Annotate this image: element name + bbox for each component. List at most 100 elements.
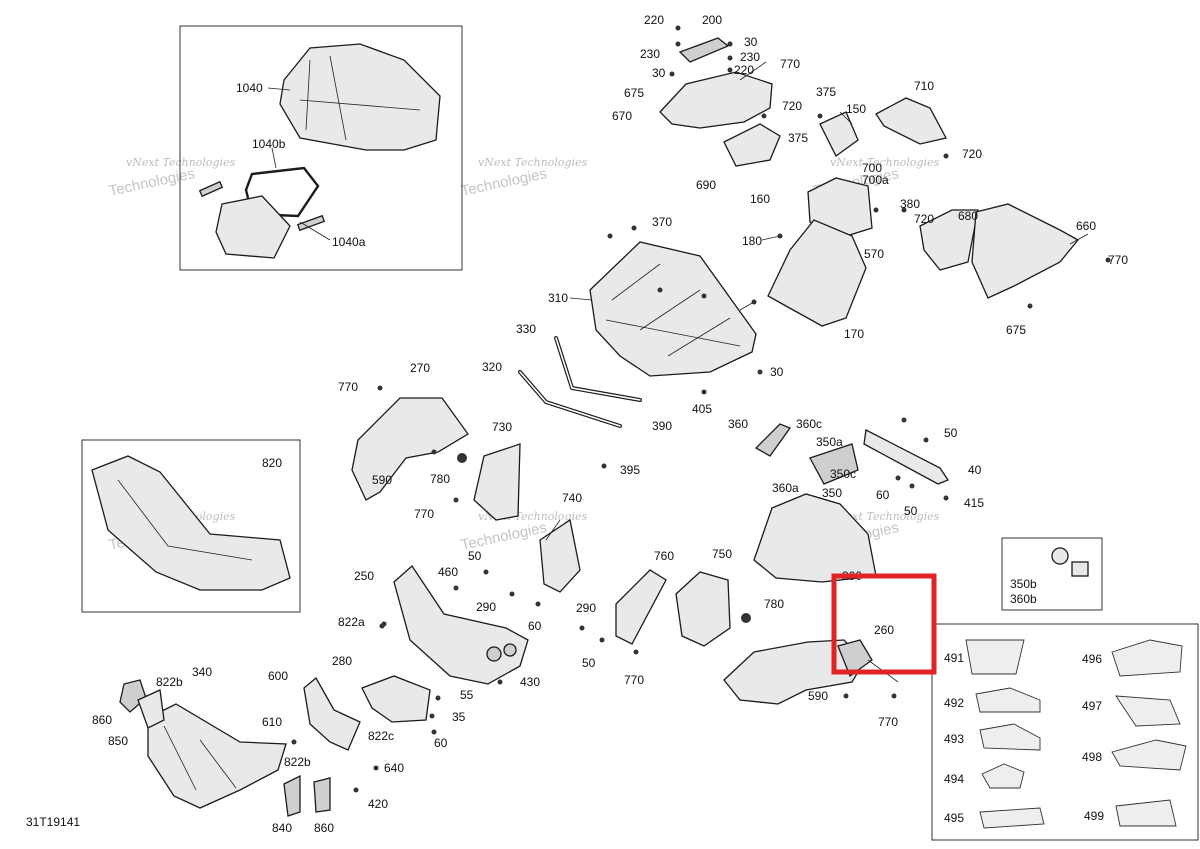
watermark-text: Technologies: [107, 165, 196, 200]
callout-label: 375: [816, 85, 836, 99]
callout-label: 720: [782, 99, 802, 113]
callout-label: 1040: [236, 81, 263, 95]
grommet-part: [1051, 547, 1069, 565]
callout-label: 822b: [156, 675, 183, 689]
callout-label: 497: [1082, 699, 1102, 713]
upper-bracket-part: [678, 37, 730, 63]
bumper-clip-part: [313, 777, 331, 813]
callout-label: 30: [744, 35, 758, 49]
callout-label: 50: [582, 656, 596, 670]
bracket-assembly-part: [809, 443, 859, 485]
callout-label: 405: [692, 402, 712, 416]
callout-label: 270: [410, 361, 430, 375]
callout-label: 570: [864, 247, 884, 261]
callout-label: 50: [468, 549, 482, 563]
callout-label: 350c: [830, 467, 856, 481]
callout-label: 499: [1084, 809, 1104, 823]
callout-label: 850: [108, 734, 128, 748]
callout-label-highlighted: 260: [874, 623, 894, 637]
callout-label: 493: [944, 732, 964, 746]
callout-label: 496: [1082, 652, 1102, 666]
upper-handlebar-cover-part: [659, 71, 773, 129]
inset-frame-storage-box: [179, 25, 463, 271]
callout-label: 395: [620, 463, 640, 477]
callout-label: 610: [262, 715, 282, 729]
callout-label: 822c: [368, 729, 394, 743]
storage-box-lid-part: [279, 43, 441, 151]
callout-label: 700a: [862, 173, 889, 187]
decal-491-shape: [965, 639, 1025, 675]
callout-label: 50: [904, 504, 918, 518]
callout-label: 770: [338, 380, 358, 394]
headlamp-cover-part: [819, 111, 859, 157]
decal-496-shape: [1111, 639, 1183, 677]
grille-frame-part: [393, 565, 529, 685]
callout-label: 1040a: [332, 235, 366, 249]
callout-label: 822a: [338, 615, 365, 629]
decal-495-shape: [979, 807, 1045, 829]
callout-label: 498: [1082, 750, 1102, 764]
callout-label: 290: [476, 600, 496, 614]
storage-box-latch-part: [296, 214, 326, 232]
callout-label: 590: [372, 473, 392, 487]
callout-label: 420: [368, 797, 388, 811]
watermark-text: vNext Technologies: [830, 156, 940, 169]
front-rack-part: [589, 241, 757, 377]
callout-label: 360: [728, 417, 748, 431]
decal-499-shape: [1115, 799, 1177, 827]
callout-label: 170: [844, 327, 864, 341]
callout-label: 50: [944, 426, 958, 440]
callout-label: 370: [652, 215, 672, 229]
callout-label: 220: [734, 63, 754, 77]
callout-label: 675: [1006, 323, 1026, 337]
callout-label: 350a: [816, 435, 843, 449]
bumper-bracket-part: [119, 679, 147, 713]
front-fender-part: [351, 397, 469, 501]
rear-side-panel-right-part: [971, 203, 1079, 299]
lower-side-panel-tip-part: [837, 639, 873, 678]
callout-label: 40: [968, 463, 982, 477]
watermark-text: vNext Technologies: [126, 156, 236, 169]
callout-label: 700: [862, 161, 882, 175]
front-bumper-part: [91, 455, 291, 591]
callout-label: 350b: [1010, 577, 1037, 591]
callout-label: 670: [612, 109, 632, 123]
callout-label: 770: [780, 57, 800, 71]
decal-492-shape: [975, 687, 1041, 713]
lower-handlebar-cover-part: [723, 123, 781, 167]
callout-label: 720: [962, 147, 982, 161]
decal-498-shape: [1111, 739, 1187, 771]
callout-label: 590: [808, 689, 828, 703]
callout-label: 290: [576, 601, 596, 615]
callout-label: 30: [652, 66, 666, 80]
callout-label: 320: [482, 360, 502, 374]
callout-label: 770: [878, 715, 898, 729]
callout-label: 415: [964, 496, 984, 510]
callout-label: 250: [354, 569, 374, 583]
callout-label: 35: [452, 710, 466, 724]
callout-label: 492: [944, 696, 964, 710]
callout-label: 760: [654, 549, 674, 563]
headlight-lens-part: [486, 646, 502, 662]
callout-label: 310: [548, 291, 568, 305]
center-console-part: [807, 177, 873, 239]
callout-label: 390: [652, 419, 672, 433]
callout-label: 710: [914, 79, 934, 93]
watermark-text: vNext Technologies: [830, 510, 940, 523]
callout-label: 730: [492, 420, 512, 434]
callout-label: 770: [1108, 253, 1128, 267]
callout-label: 495: [944, 811, 964, 825]
callout-label: 780: [430, 472, 450, 486]
decal-493-shape: [979, 723, 1041, 751]
fascia-side-part: [303, 677, 361, 751]
callout-label: 860: [92, 713, 112, 727]
callout-label: 55: [460, 688, 474, 702]
lower-support-part: [361, 675, 431, 723]
callout-label: 360a: [772, 481, 799, 495]
callout-label: 220: [644, 13, 664, 27]
callout-label: 60: [434, 736, 448, 750]
decal-497-shape: [1115, 695, 1181, 727]
callout-label: 330: [516, 322, 536, 336]
callout-label: 770: [414, 507, 434, 521]
